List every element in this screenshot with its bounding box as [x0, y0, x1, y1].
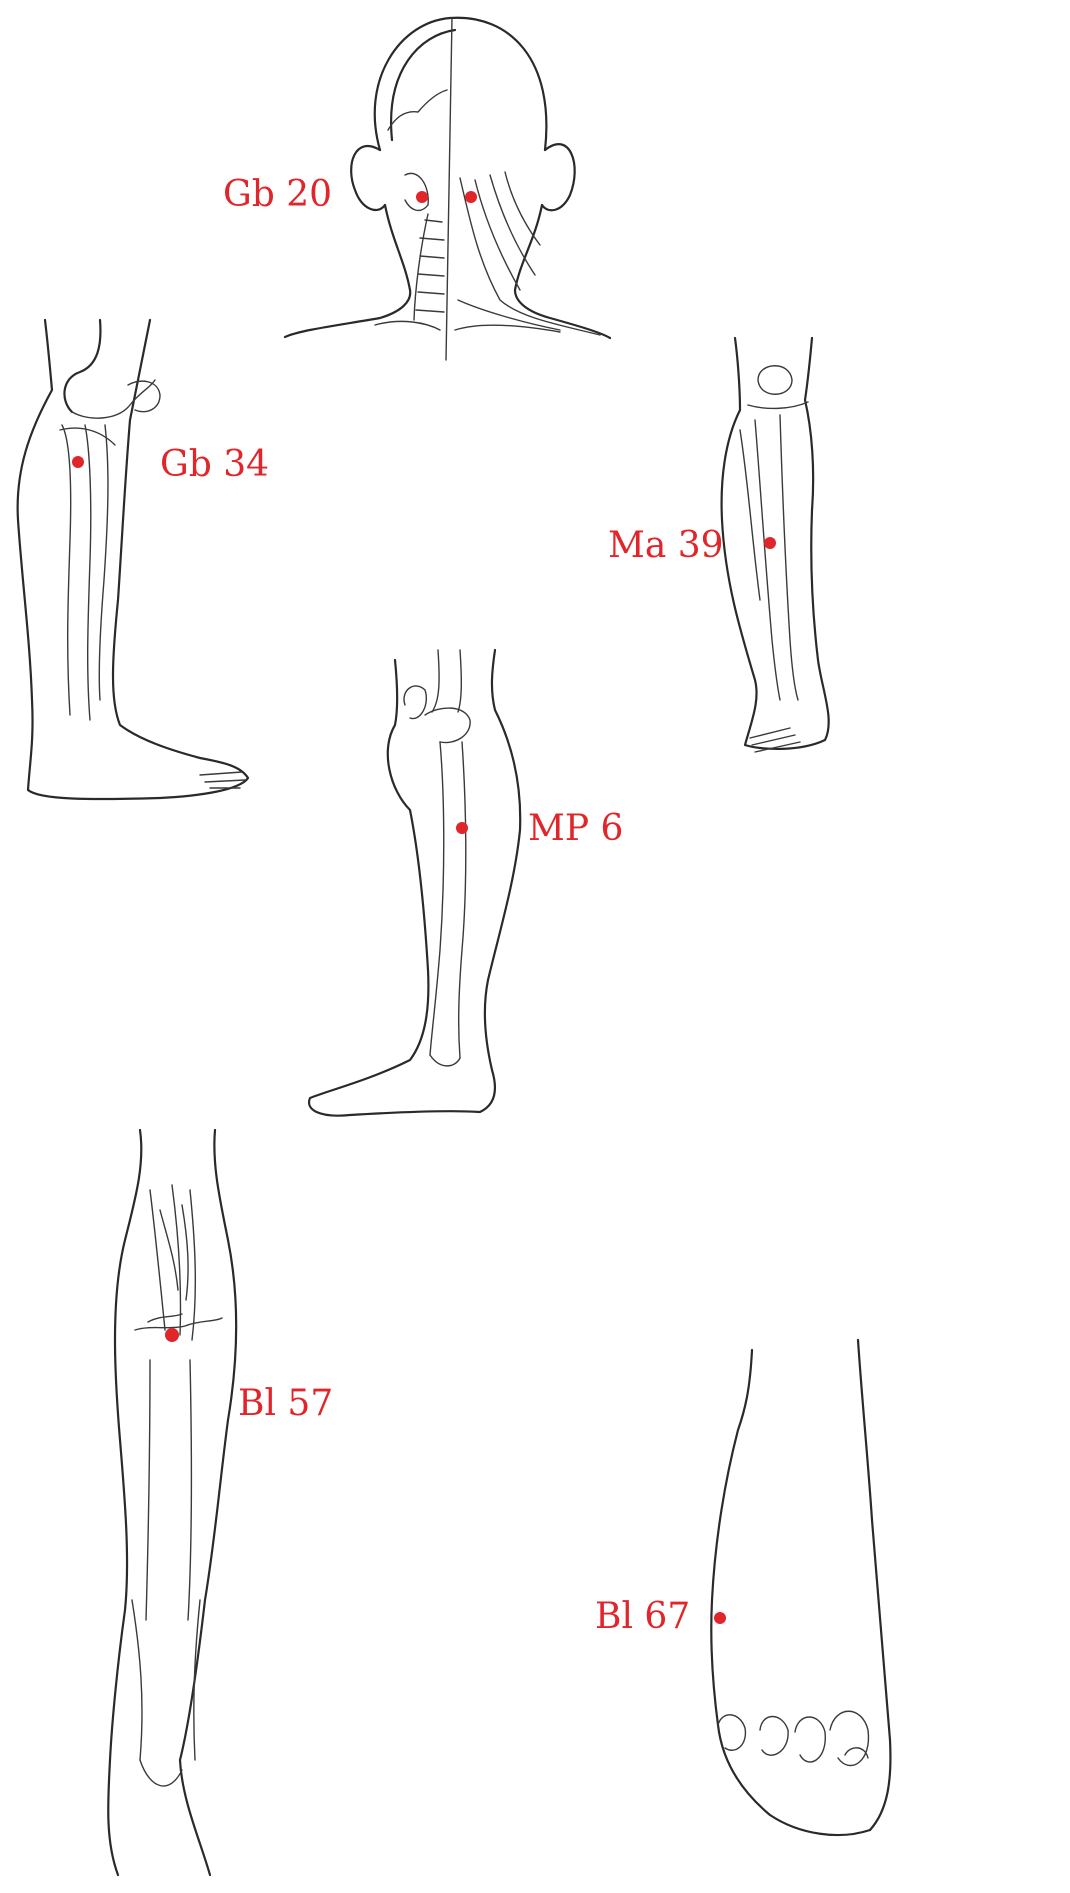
gb34-point: [72, 456, 84, 468]
calf-back-figure: [108, 1130, 236, 1875]
ma39-label: Ma 39: [608, 525, 724, 566]
bl57-point: [165, 1328, 179, 1342]
foot-top-figure: [711, 1340, 890, 1835]
head-figure: [285, 18, 610, 360]
ma39-point: [764, 537, 776, 549]
mp6-label: MP 6: [528, 808, 623, 849]
gb20-label: Gb 20: [223, 174, 332, 215]
bl67-point: [714, 1612, 726, 1624]
gb20-point-right: [465, 191, 477, 203]
bl57-label: Bl 57: [238, 1383, 333, 1424]
gb20-point-left: [416, 191, 428, 203]
medial-leg-figure: [309, 650, 520, 1116]
mp6-point: [456, 822, 468, 834]
gb34-label: Gb 34: [160, 444, 269, 485]
lateral-leg-figure: [18, 320, 248, 799]
bl67-label: Bl 67: [595, 1596, 690, 1637]
